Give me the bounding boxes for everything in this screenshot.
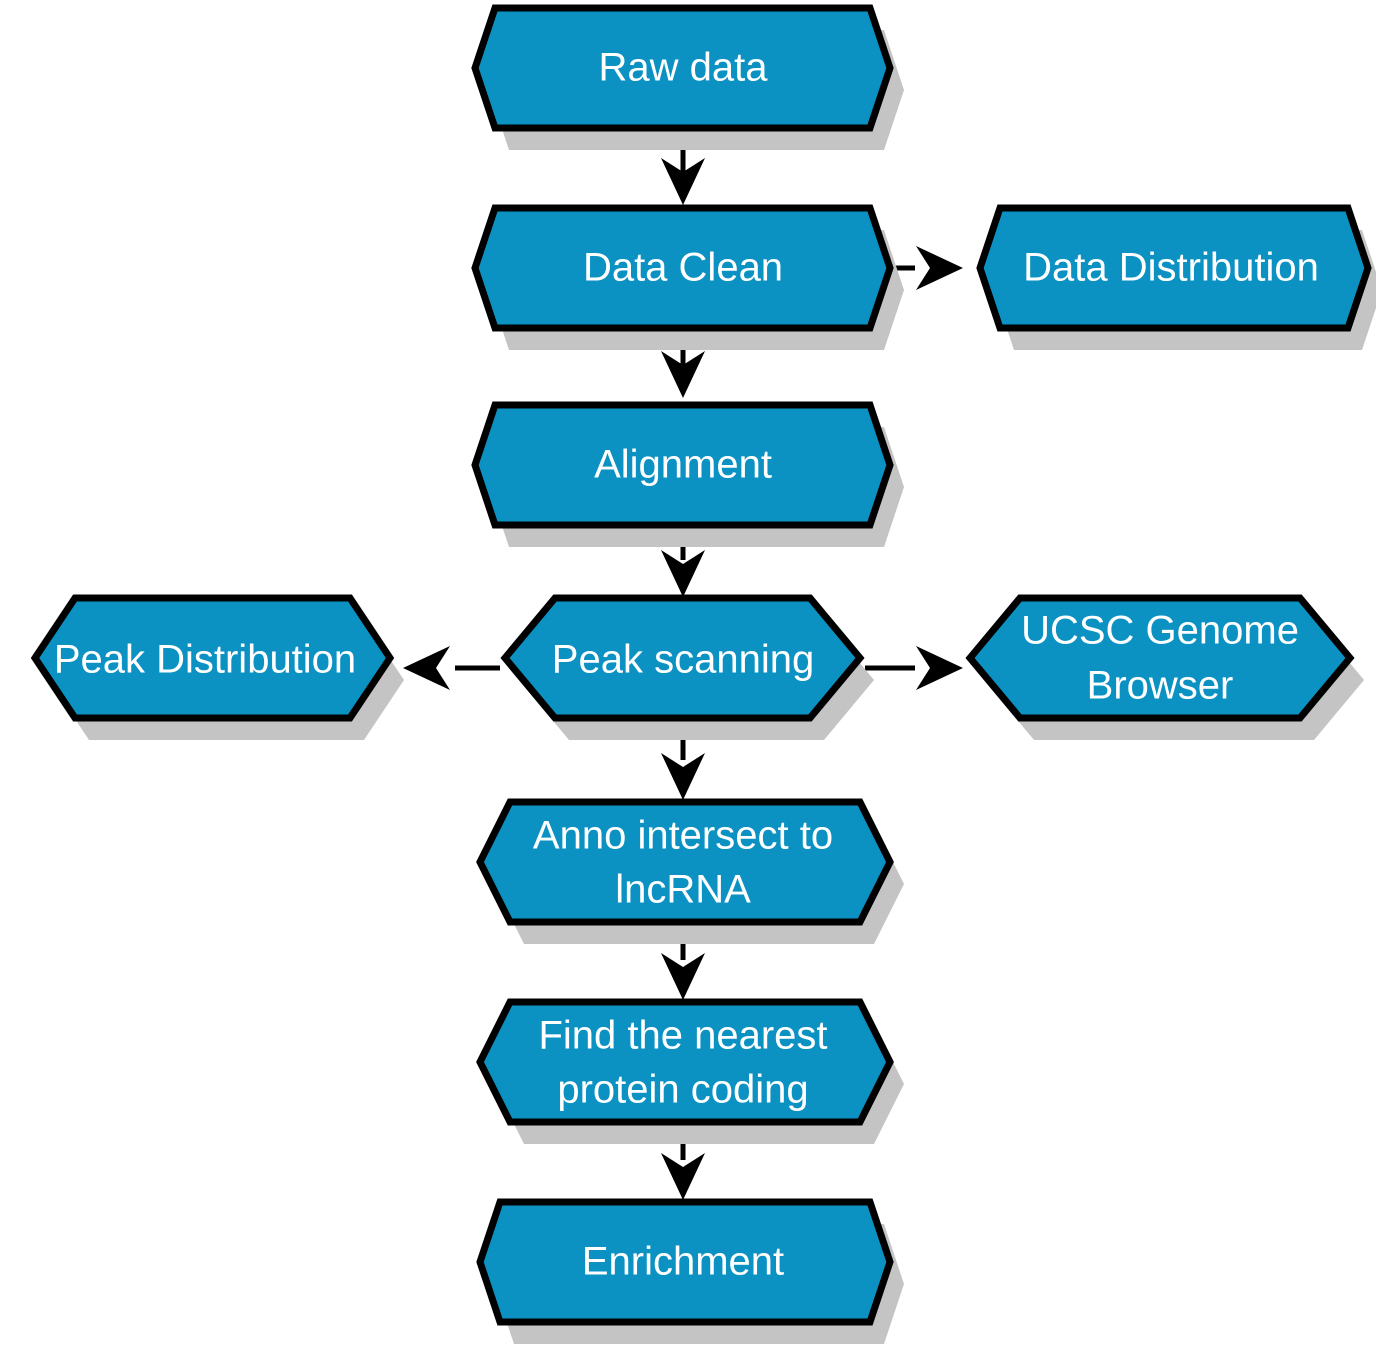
node-enrichment[interactable]: Enrichment <box>476 1198 894 1326</box>
node-alignment[interactable]: Alignment <box>471 401 894 529</box>
node-data-distribution[interactable]: Data Distribution <box>976 204 1372 332</box>
node-data-distribution-shape[interactable] <box>976 204 1372 332</box>
node-peak-scanning-shape[interactable] <box>500 594 865 722</box>
node-ucsc-genome-browser[interactable]: UCSC Genome Browser <box>965 594 1355 722</box>
node-layer: Raw data Data Clean Data Distribution Al… <box>30 4 1372 1326</box>
edge-peak-scanning-to-peak-distribution <box>403 646 500 690</box>
node-data-clean-shape[interactable] <box>471 204 894 332</box>
node-find-nearest[interactable]: Find the nearest protein coding <box>476 998 894 1126</box>
node-alignment-shape[interactable] <box>471 401 894 529</box>
node-peak-distribution-shape[interactable] <box>30 594 395 722</box>
edge-peak-scanning-to-ucsc <box>865 646 963 690</box>
node-peak-scanning[interactable]: Peak scanning <box>500 594 865 722</box>
node-raw-data-shape[interactable] <box>471 4 894 132</box>
node-find-nearest-shape[interactable] <box>476 998 894 1126</box>
node-ucsc-genome-browser-shape[interactable] <box>965 594 1355 722</box>
node-enrichment-shape[interactable] <box>476 1198 894 1326</box>
node-anno-intersect[interactable]: Anno intersect to lncRNA <box>476 798 894 926</box>
node-anno-intersect-shape[interactable] <box>476 798 894 926</box>
node-peak-distribution[interactable]: Peak Distribution <box>30 594 395 722</box>
node-raw-data[interactable]: Raw data <box>471 4 894 132</box>
node-data-clean[interactable]: Data Clean <box>471 204 894 332</box>
